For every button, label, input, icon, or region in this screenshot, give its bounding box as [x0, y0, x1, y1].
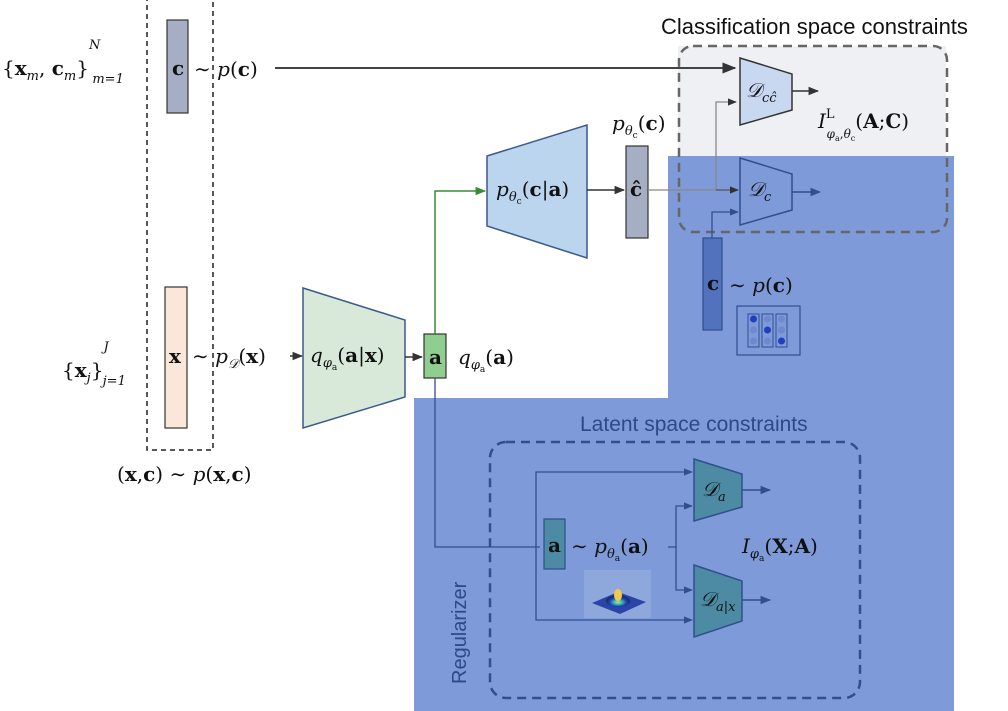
a-to-classifier-arrow: [434, 186, 487, 334]
c-prior-sample-label: c: [707, 271, 719, 295]
classification-dashed-box: [677, 44, 949, 234]
a-prior-to-da-top-arrow: [535, 468, 693, 547]
c-prior-to-dc-arrow: [711, 208, 739, 238]
a-to-regularizer-line: [434, 378, 540, 548]
classifier-label: pθc(c|a): [496, 177, 569, 207]
encoder-block: [302, 286, 406, 430]
a-prior-to-dax-arrow: [675, 547, 693, 594]
x-sample-label: x: [169, 344, 182, 368]
latent-dashed-box: [488, 440, 862, 700]
encoder-label: qφa(a|x): [310, 343, 385, 373]
a-to-dax-arrow: [535, 547, 693, 624]
regularizer-label: Regularizer: [449, 581, 471, 684]
a-prior-sample-label: a: [548, 533, 561, 557]
x-data-label: ∼ p𝒟(x): [192, 344, 266, 372]
latent-title: Latent space constraints: [580, 413, 808, 436]
dataset-dashed-column: [146, 0, 214, 451]
gaussian-prior-icon: [584, 570, 651, 618]
discriminator-ax-block: [693, 563, 743, 639]
c-prior-label: ∼ p(c): [194, 57, 258, 81]
discriminator-a-block: [693, 457, 743, 522]
chat-to-dcc-arrow: [648, 98, 737, 191]
a-prior-sample-dist: ∼ pθa(a): [571, 534, 649, 564]
a-prior-to-da-arrow: [668, 502, 693, 548]
a-latent-label: a: [429, 345, 442, 369]
discriminator-cc-block: [739, 56, 793, 126]
latent-panel-blue: [414, 398, 954, 711]
a-marginal-label: qφa(a): [458, 345, 514, 375]
joint-distribution-label: (x,c) ∼ p(x,c): [117, 462, 252, 486]
c-sample-label: c: [172, 56, 184, 80]
x-sample-box: [164, 286, 188, 429]
a-prior-sample-box: [543, 518, 566, 570]
c-prior-sample-dist: ∼ p(c): [729, 273, 793, 297]
categorical-prior-icon: [736, 305, 801, 356]
classification-panel-gray: [678, 46, 946, 156]
discriminator-c-block: [739, 156, 793, 226]
c-sample-box: [166, 19, 189, 114]
c-hat-dist-label: pθc(c): [612, 111, 666, 141]
classifier-block: [486, 123, 588, 260]
classification-title: Classification space constraints: [661, 14, 968, 39]
c-hat-label: ĉ: [630, 177, 642, 201]
mi-latent-label: Iφa(X;A): [741, 534, 818, 564]
c-hat-box: [625, 145, 649, 239]
